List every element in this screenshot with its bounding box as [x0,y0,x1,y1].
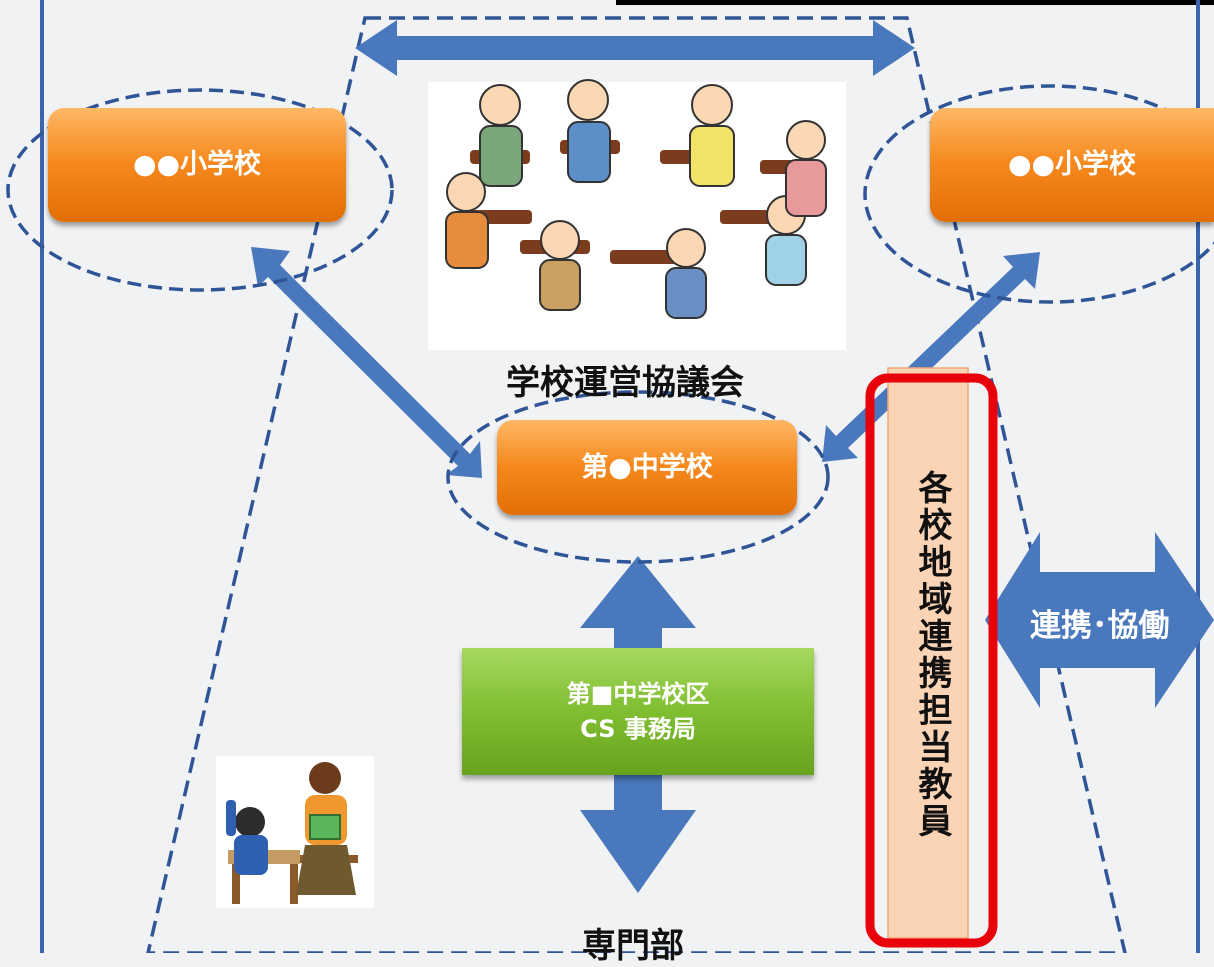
collab-label: 連携･協働 [1030,608,1170,644]
council-label: 学校運営協議会 [506,363,744,403]
elementary-school-left-label: ●●小学校 [132,149,262,181]
teacher-label: 各校地域連携担当教員 [912,470,952,840]
junior-high-school-label: 第●中学校 [581,451,713,483]
elementary-right-ellipse [863,84,1214,304]
teacher-highlight [865,373,998,948]
elementary-school-left: ●●小学校 [48,108,346,222]
cs-office: 第■中学校区 CS 事務局 [462,648,814,775]
teacher-column [887,367,969,939]
elementary-left-ellipse [6,88,394,292]
classroom-illustration [216,756,374,908]
elementary-school-right-label: ●●小学校 [1007,149,1137,181]
elementary-school-right: ●●小学校 [930,108,1214,222]
right-diagonal-arrow [822,252,1040,462]
junior-high-ellipse [446,390,830,564]
district-dashed-outline [146,16,1127,953]
top-border-line [616,0,1214,5]
collab-double-arrow [985,532,1214,708]
cs-office-line2: CS 事務局 [580,714,696,743]
council-illustration [428,79,846,350]
specialist-label: 専門部 [582,926,684,966]
top-double-arrow [355,20,915,76]
junior-high-school: 第●中学校 [497,420,797,515]
left-diagonal-arrow [251,247,482,478]
cs-office-line1: 第■中学校区 [566,679,710,708]
